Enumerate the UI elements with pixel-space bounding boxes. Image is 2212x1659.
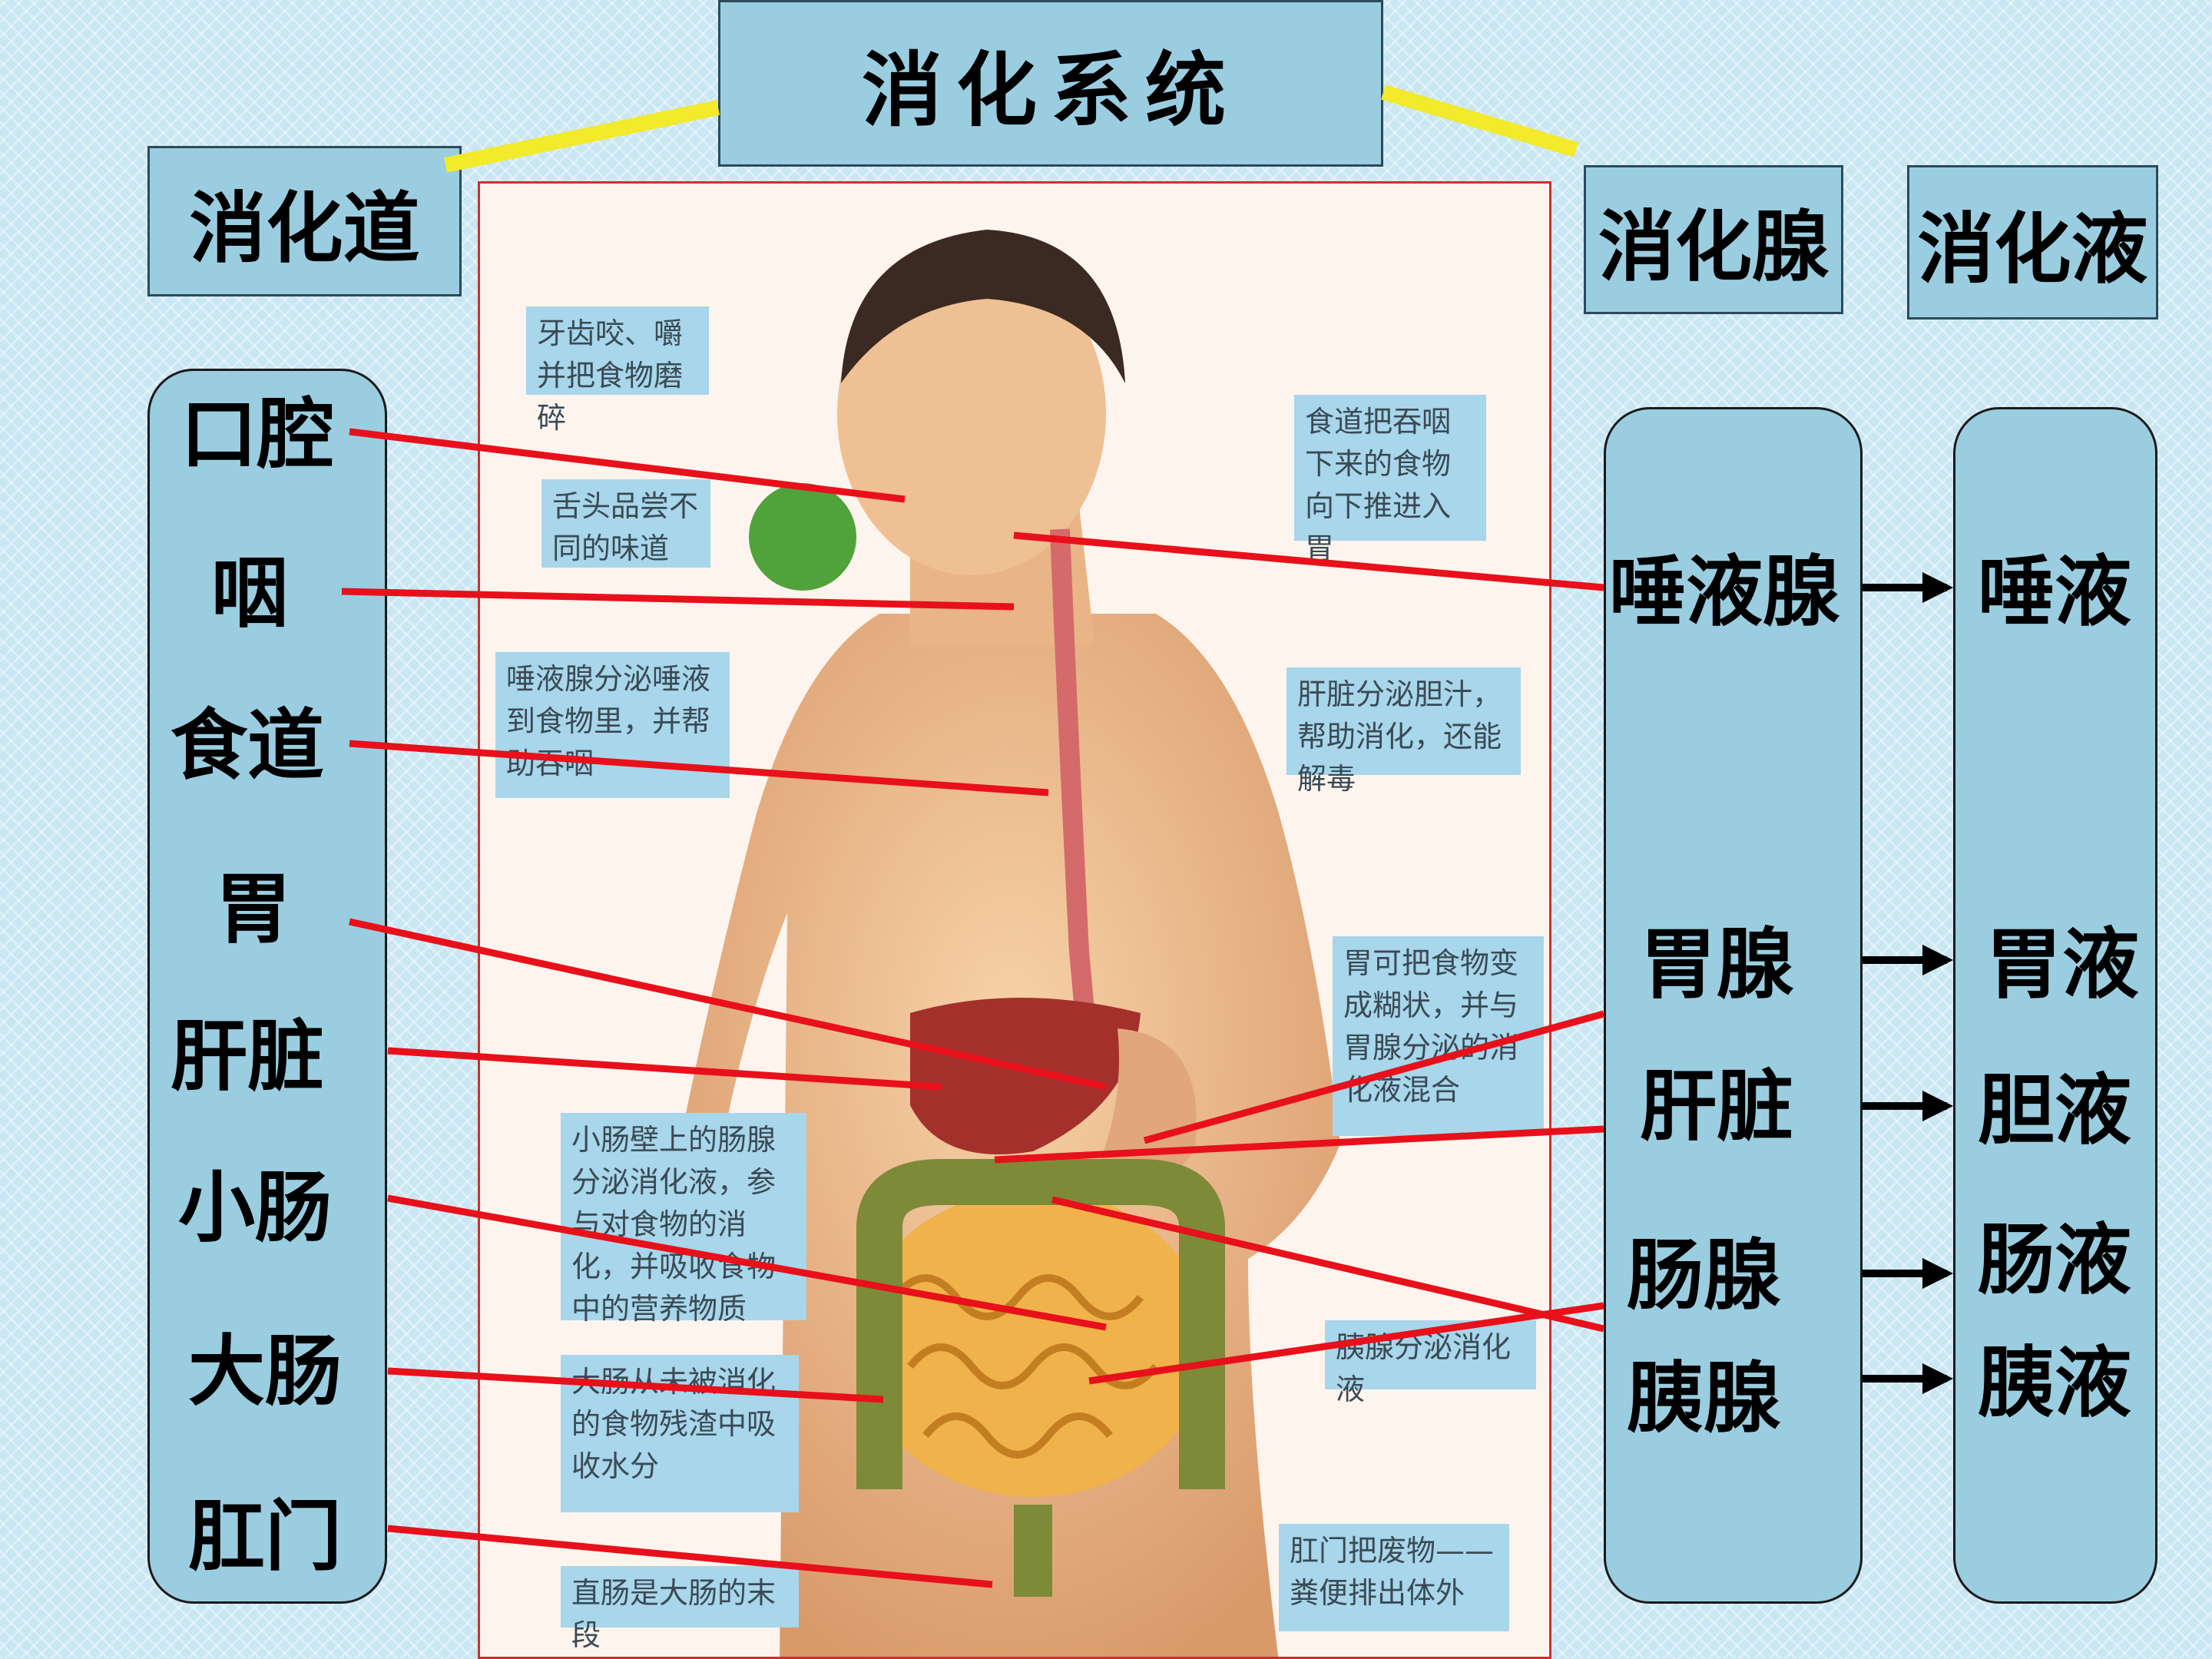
callout-liver: 肝脏分泌胆汁，帮助消化，还能解毒 [1286,667,1521,796]
gland-intestinal: 肠腺 [1627,1230,1780,1320]
callout-small-intestine: 小肠壁上的肠腺分泌消化液，参与对食物的消化，并吸收食物中的营养物质 [561,1113,806,1326]
callout-stomach: 胃可把食物变成糊状，并与胃腺分泌的消化液混合 [1333,936,1544,1136]
organ-stomach: 胃 [215,863,292,954]
gland-column [1604,407,1863,1604]
callout-anus: 肛门把废物——粪便排出体外 [1279,1524,1509,1631]
header-digestive-tract: 消化道 [147,146,462,296]
organ-large-intestine: 大肠 [188,1326,342,1416]
organ-esophagus: 食道 [171,700,324,790]
title-line-left [443,100,720,173]
gland-salivary: 唾液腺 [1609,546,1839,637]
gland-liver: 肝脏 [1640,1061,1793,1151]
organ-anus: 肛门 [188,1491,342,1581]
juice-pancreatic: 胰液 [1978,1337,2131,1428]
header-digestive-juices: 消化液 [1907,165,2158,320]
juice-bile: 胆液 [1978,1065,2131,1155]
callout-pancreas: 胰腺分泌消化液 [1325,1320,1536,1406]
tract-organ-column [147,369,387,1604]
juice-intestinal: 肠液 [1978,1214,2131,1305]
organ-liver: 肝脏 [171,1011,324,1101]
callout-esophagus: 食道把吞咽下来的食物向下推进入胃 [1294,395,1486,565]
title-line-right [1381,84,1578,157]
callout-rectum: 直肠是大肠的末段 [561,1566,799,1652]
organ-pharynx: 咽 [211,548,288,638]
gland-pancreas: 胰腺 [1627,1353,1780,1443]
hair [841,230,1125,383]
juice-gastric: 胃液 [1985,919,2139,1009]
juice-column [1953,407,2157,1604]
apple [749,483,856,591]
organ-small-intestine: 小肠 [178,1162,332,1253]
header-digestive-glands: 消化腺 [1584,165,1843,314]
callout-teeth: 牙齿咬、嚼并把食物磨碎 [526,306,709,435]
page-title: 消化系统 [718,0,1383,167]
gland-gastric: 胃腺 [1640,919,1793,1009]
organ-mouth: 口腔 [180,389,334,479]
callout-tongue: 舌头品尝不同的味道 [541,479,710,568]
anatomy-figure: 牙齿咬、嚼并把食物磨碎 舌头品尝不同的味道 唾液腺分泌唾液到食物里，并帮助吞咽 … [478,181,1551,1659]
juice-saliva: 唾液 [1978,546,2131,637]
callout-large-intestine: 大肠从未被消化的食物残渣中吸收水分 [561,1355,799,1512]
callout-saliva: 唾液腺分泌唾液到食物里，并帮助吞咽 [495,652,730,798]
